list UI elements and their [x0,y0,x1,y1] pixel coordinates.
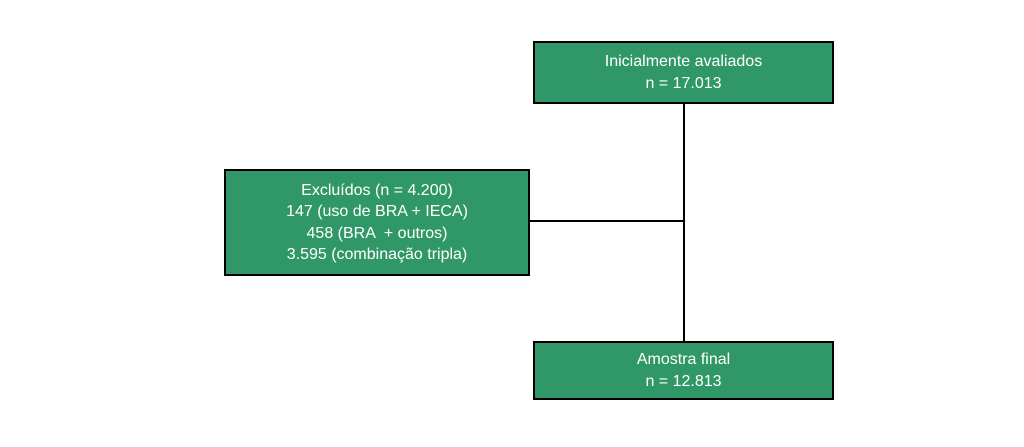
node-excluded: Excluídos (n = 4.200) 147 (uso de BRA + … [224,169,530,276]
node-initially-evaluated: Inicialmente avaliados n = 17.013 [533,41,834,104]
node-final-sample: Amostra final n = 12.813 [533,341,834,400]
node-excluded-reason-bra-outros: 458 (BRA + outros) [306,224,448,242]
node-initially-evaluated-label: Inicialmente avaliados [604,53,763,70]
connector-initial-to-final-line [683,104,685,341]
node-excluded-reason-bra-ieca: 147 (uso de BRA + IECA) [286,203,468,220]
node-excluded-label: Excluídos (n = 4.200) [301,181,453,199]
node-excluded-reason-combinacao-tripla: 3.595 (combinação tripla) [286,246,468,263]
node-final-sample-count: n = 12.813 [645,372,722,390]
node-final-sample-label: Amostra final [636,351,731,368]
connector-excluded-branch-line [530,220,683,222]
node-initially-evaluated-count: n = 17.013 [645,74,722,92]
